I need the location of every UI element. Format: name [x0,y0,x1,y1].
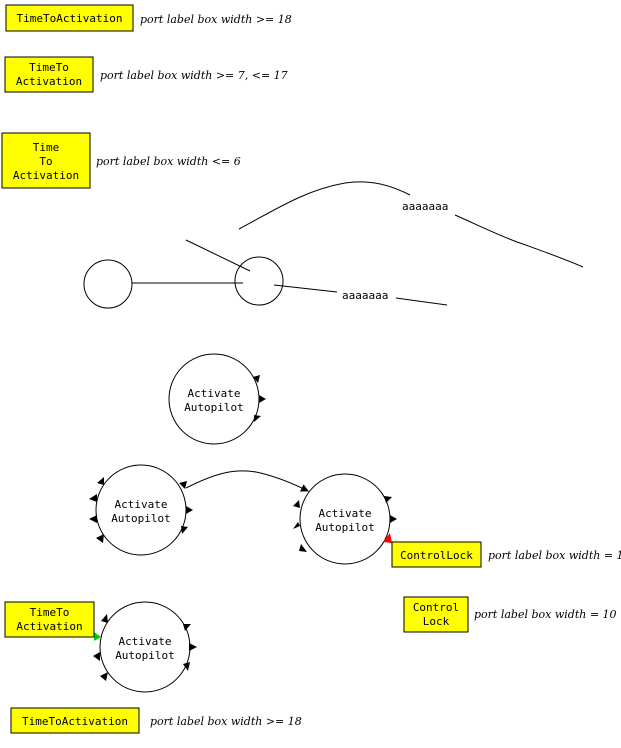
label-box-text: TimeTo [30,606,70,619]
port-triangle-icon [93,652,100,661]
label-box-text: ControlLock [400,549,473,562]
port-label-caption: port label box width = 10 [474,608,617,621]
legend-row-2: TimeTo Activation port label box width >… [4,56,288,93]
port-label-control-lock: Control Lock port label box width = 10 [403,596,617,633]
legend-caption: port label box width >= 7, <= 17 [100,69,288,82]
port-triangle-icon [253,375,260,383]
port-triangle-icon [293,522,300,529]
label-box-text: TimeToActivation [17,12,123,25]
edge-curve-upper [238,181,411,230]
small-node-right[interactable] [234,256,284,306]
node-label: Activate [119,635,172,648]
legend-row-3: Time To Activation port label box width … [1,132,241,189]
label-box-text: Control [413,601,459,614]
port-triangle-icon [183,624,191,631]
label-box [403,596,469,633]
port-triangle-icon [179,481,187,489]
label-box-text: Activation [13,169,79,182]
port-triangle-icon-green [94,632,101,641]
edge-label: aaaaaaa [402,200,448,213]
label-box-text: To [39,155,52,168]
port-triangle-icon [89,494,97,502]
port-label-caption: port label box width = 15 [488,549,621,562]
port-triangle-icon [254,415,261,422]
port-label-controllock: ControlLock port label box width = 15 [391,541,621,568]
node-connection-edge [185,470,309,492]
legend-row-bottom: TimeToActivation port label box width >=… [10,707,302,734]
label-box [4,601,95,638]
port-triangle-icon [390,515,397,523]
label-box [5,4,134,32]
label-box-text: Activation [16,75,82,88]
node-activate-autopilot-1[interactable]: Activate Autopilot [168,353,266,445]
label-box-text: Lock [423,615,450,628]
port-triangle-icon [89,515,97,523]
node-label: Autopilot [115,649,175,662]
edge-lower-a [273,284,338,293]
legend-row-1: TimeToActivation port label box width >=… [5,4,292,32]
port-triangle-icon [186,506,193,514]
port-triangle-icon [100,672,108,681]
port-triangle-icon [97,477,104,485]
small-node-left[interactable] [83,259,133,309]
edge-curve-right [454,214,584,268]
label-box-text: Activation [16,620,82,633]
edge-example: aaaaaaa aaaaaaa [83,181,584,309]
label-box-text: TimeToActivation [22,715,128,728]
label-box [10,707,140,734]
node-label: Activate [188,387,241,400]
port-triangle-icon [384,496,392,503]
port-triangle-icon [183,662,190,671]
node-activate-autopilot-3[interactable]: Activate Autopilot [293,473,397,565]
node-activate-autopilot-2[interactable]: Activate Autopilot [89,464,193,556]
label-box [391,541,482,568]
node-label: Autopilot [111,512,171,525]
edge-label: aaaaaaa [342,289,388,302]
port-triangle-icon [96,534,104,543]
port-triangle-icon [299,544,307,552]
label-box [4,56,94,93]
legend-caption: port label box width <= 6 [96,155,241,168]
node-label: Autopilot [315,521,375,534]
port-triangle-icon-red [383,533,392,543]
edge-diagonal [185,239,251,272]
port-triangle-icon [101,614,108,623]
port-triangle-icon [293,500,300,508]
port-label-timeto-activation: TimeTo Activation [4,601,95,638]
label-box-text: TimeTo [29,61,69,74]
label-box-text: Time [33,141,60,154]
node-label: Autopilot [184,401,244,414]
node-activate-autopilot-4[interactable]: Activate Autopilot [93,601,197,693]
label-box [1,132,91,189]
edge-lower-b [395,297,448,306]
legend-caption: port label box width >= 18 [140,13,292,26]
legend-caption: port label box width >= 18 [150,715,302,728]
node-label: Activate [115,498,168,511]
port-triangle-icon [181,526,188,534]
port-triangle-icon [189,643,197,651]
node-label: Activate [319,507,372,520]
port-triangle-icon [259,395,266,403]
